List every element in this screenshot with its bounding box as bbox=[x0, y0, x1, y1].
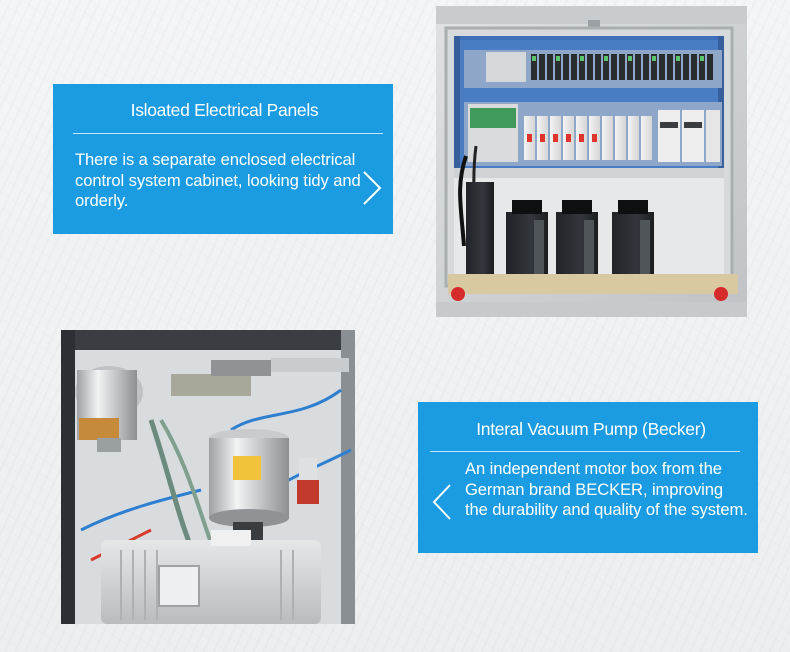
feature-description: There is a separate enclosed electrical … bbox=[75, 150, 361, 210]
title-divider bbox=[73, 133, 383, 134]
feature-description: An independent motor box from the German… bbox=[465, 459, 748, 519]
chevron-left-icon[interactable] bbox=[430, 483, 454, 521]
feature-title: Interal Vacuum Pump (Becker) bbox=[476, 419, 706, 439]
feature-title: Isloated Electrical Panels bbox=[130, 100, 319, 120]
chevron-right-icon[interactable] bbox=[360, 170, 384, 206]
feature-card-electrical-panels: Isloated Electrical Panels There is a se… bbox=[53, 84, 393, 234]
electrical-cabinet-photo bbox=[436, 6, 747, 317]
vacuum-pump-photo bbox=[61, 330, 355, 624]
title-divider bbox=[430, 451, 740, 452]
feature-card-vacuum-pump: Interal Vacuum Pump (Becker) An independ… bbox=[418, 402, 758, 553]
